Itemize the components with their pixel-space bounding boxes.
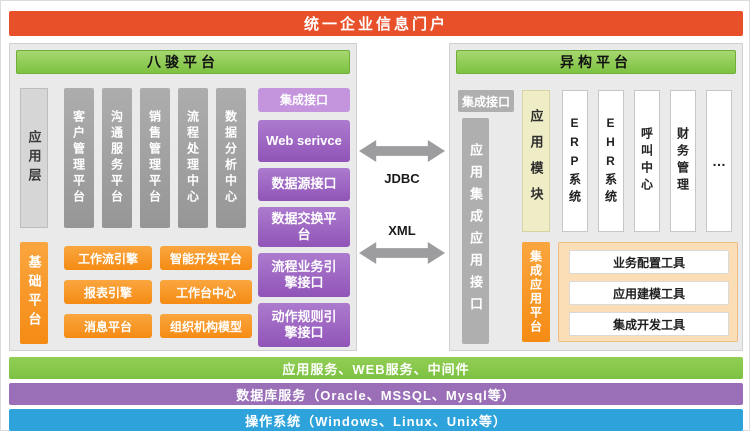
integration-item-rule-engine-api: 动作规则引擎接口 bbox=[258, 303, 350, 347]
xml-label: XML bbox=[388, 222, 416, 238]
double-arrow-icon bbox=[359, 242, 445, 264]
integration-item-process-engine-api: 流程业务引擎接口 bbox=[258, 253, 350, 297]
footer-bar-operating-systems: 操作系统（Windows、Linux、Unix等） bbox=[9, 409, 743, 431]
more-systems-ellipsis: … bbox=[706, 90, 732, 232]
integration-app-platform-label: 集成应用平台 bbox=[522, 242, 550, 342]
base-item-workbench-center: 工作台中心 bbox=[160, 280, 252, 304]
footer-bar-database-services: 数据库服务（Oracle、MSSQL、Mysql等） bbox=[9, 383, 743, 405]
integration-item-datasource: 数据源接口 bbox=[258, 168, 350, 201]
app-column-communication: 沟通服务平台 bbox=[102, 88, 132, 228]
app-layer-label: 应用层 bbox=[20, 88, 48, 228]
system-erp: ERP系统 bbox=[562, 90, 588, 232]
tool-app-modeling: 应用建模工具 bbox=[569, 281, 729, 305]
integration-interface-header: 集成接口 bbox=[258, 88, 350, 112]
app-column-data-analysis: 数据分析中心 bbox=[216, 88, 246, 228]
tool-integration-dev: 集成开发工具 bbox=[569, 312, 729, 336]
base-platform-label: 基础平台 bbox=[20, 242, 48, 344]
app-column-process-center: 流程处理中心 bbox=[178, 88, 208, 228]
base-item-workflow-engine: 工作流引擎 bbox=[64, 246, 152, 270]
right-integration-tag: 集成接口 bbox=[458, 90, 514, 112]
base-item-org-model: 组织机构模型 bbox=[160, 314, 252, 338]
left-panel-title: 八骏平台 bbox=[16, 50, 350, 74]
base-item-report-engine: 报表引擎 bbox=[64, 280, 152, 304]
bajun-platform-panel: 八骏平台 应用层 客户管理平台 沟通服务平台 销售管理平台 流程处理中心 数据分… bbox=[9, 43, 357, 351]
app-column-sales-mgmt: 销售管理平台 bbox=[140, 88, 170, 228]
base-item-smart-dev-platform: 智能开发平台 bbox=[160, 246, 252, 270]
system-ehr: EHR系统 bbox=[598, 90, 624, 232]
base-item-message-platform: 消息平台 bbox=[64, 314, 152, 338]
app-column-customer-mgmt: 客户管理平台 bbox=[64, 88, 94, 228]
integration-item-data-exchange: 数据交换平台 bbox=[258, 207, 350, 247]
double-arrow-icon bbox=[359, 140, 445, 162]
system-call-center: 呼叫中心 bbox=[634, 90, 660, 232]
integration-item-webservice: Web serivce bbox=[258, 120, 350, 162]
heterogeneous-platform-panel: 异构平台 集成接口 应用集成应用接口 应用模块 ERP系统 EHR系统 呼叫中心… bbox=[449, 43, 743, 351]
app-integration-interface-bar: 应用集成应用接口 bbox=[462, 118, 489, 344]
tool-business-config: 业务配置工具 bbox=[569, 250, 729, 274]
right-panel-title: 异构平台 bbox=[456, 50, 736, 74]
tools-container: 业务配置工具 应用建模工具 集成开发工具 bbox=[558, 242, 738, 342]
app-module-label: 应用模块 bbox=[522, 90, 550, 232]
portal-title-banner: 统一企业信息门户 bbox=[9, 11, 743, 36]
jdbc-label: JDBC bbox=[384, 170, 420, 186]
footer-bar-app-services: 应用服务、WEB服务、中间件 bbox=[9, 357, 743, 379]
system-finance: 财务管理 bbox=[670, 90, 696, 232]
